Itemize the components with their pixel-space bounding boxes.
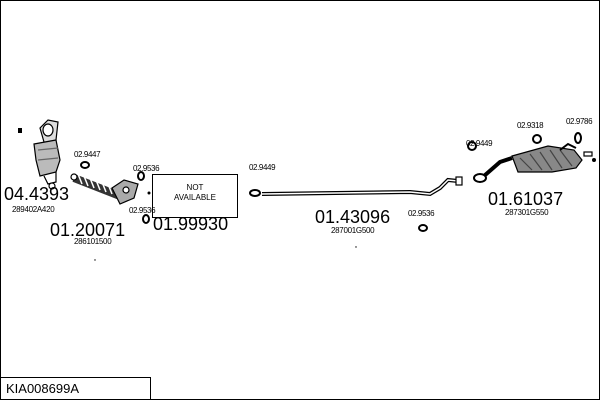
- part-number-rear-silencer[interactable]: 01.61037: [488, 189, 564, 209]
- fitting-code[interactable]: 02.9786: [566, 117, 593, 126]
- not-available-text: NOT AVAILABLE: [174, 183, 216, 202]
- fitting-code[interactable]: 02.9447: [74, 150, 101, 159]
- leader-marks: [94, 191, 357, 261]
- part-number-flexpipe[interactable]: 01.20071: [50, 220, 126, 240]
- gasket-rings: [80, 132, 582, 232]
- oe-number-rear-silencer: 287301G550: [505, 208, 549, 217]
- part-number-middle-pipe[interactable]: 01.43096: [315, 207, 391, 227]
- fitting-code[interactable]: 02.9536: [408, 209, 435, 218]
- oe-number-catalyst: 289402A420: [12, 205, 55, 214]
- diagram-reference-box: KIA008699A: [0, 377, 151, 399]
- fitting-code[interactable]: 02.9449: [249, 163, 276, 172]
- fitting-code[interactable]: 02.9449: [466, 139, 493, 148]
- part-number-not-available[interactable]: 01.99930: [153, 214, 229, 234]
- diagram-reference: KIA008699A: [6, 381, 80, 396]
- rear-silencer-drawing[interactable]: [482, 142, 596, 178]
- oe-number-flexpipe: 286101500: [74, 237, 112, 246]
- middle-pipe-drawing[interactable]: [261, 176, 463, 197]
- fitting-code[interactable]: 02.9536: [129, 206, 156, 215]
- fitting-code[interactable]: 02.9318: [517, 121, 544, 130]
- flexpipe-drawing[interactable]: [70, 173, 139, 205]
- oe-number-middle-pipe: 287001G500: [331, 226, 375, 235]
- fitting-code[interactable]: 02.9536: [133, 164, 160, 173]
- part-number-catalyst[interactable]: 04.4393: [4, 184, 70, 204]
- not-available-box: NOT AVAILABLE: [152, 174, 238, 218]
- catalyst-drawing[interactable]: [18, 119, 61, 190]
